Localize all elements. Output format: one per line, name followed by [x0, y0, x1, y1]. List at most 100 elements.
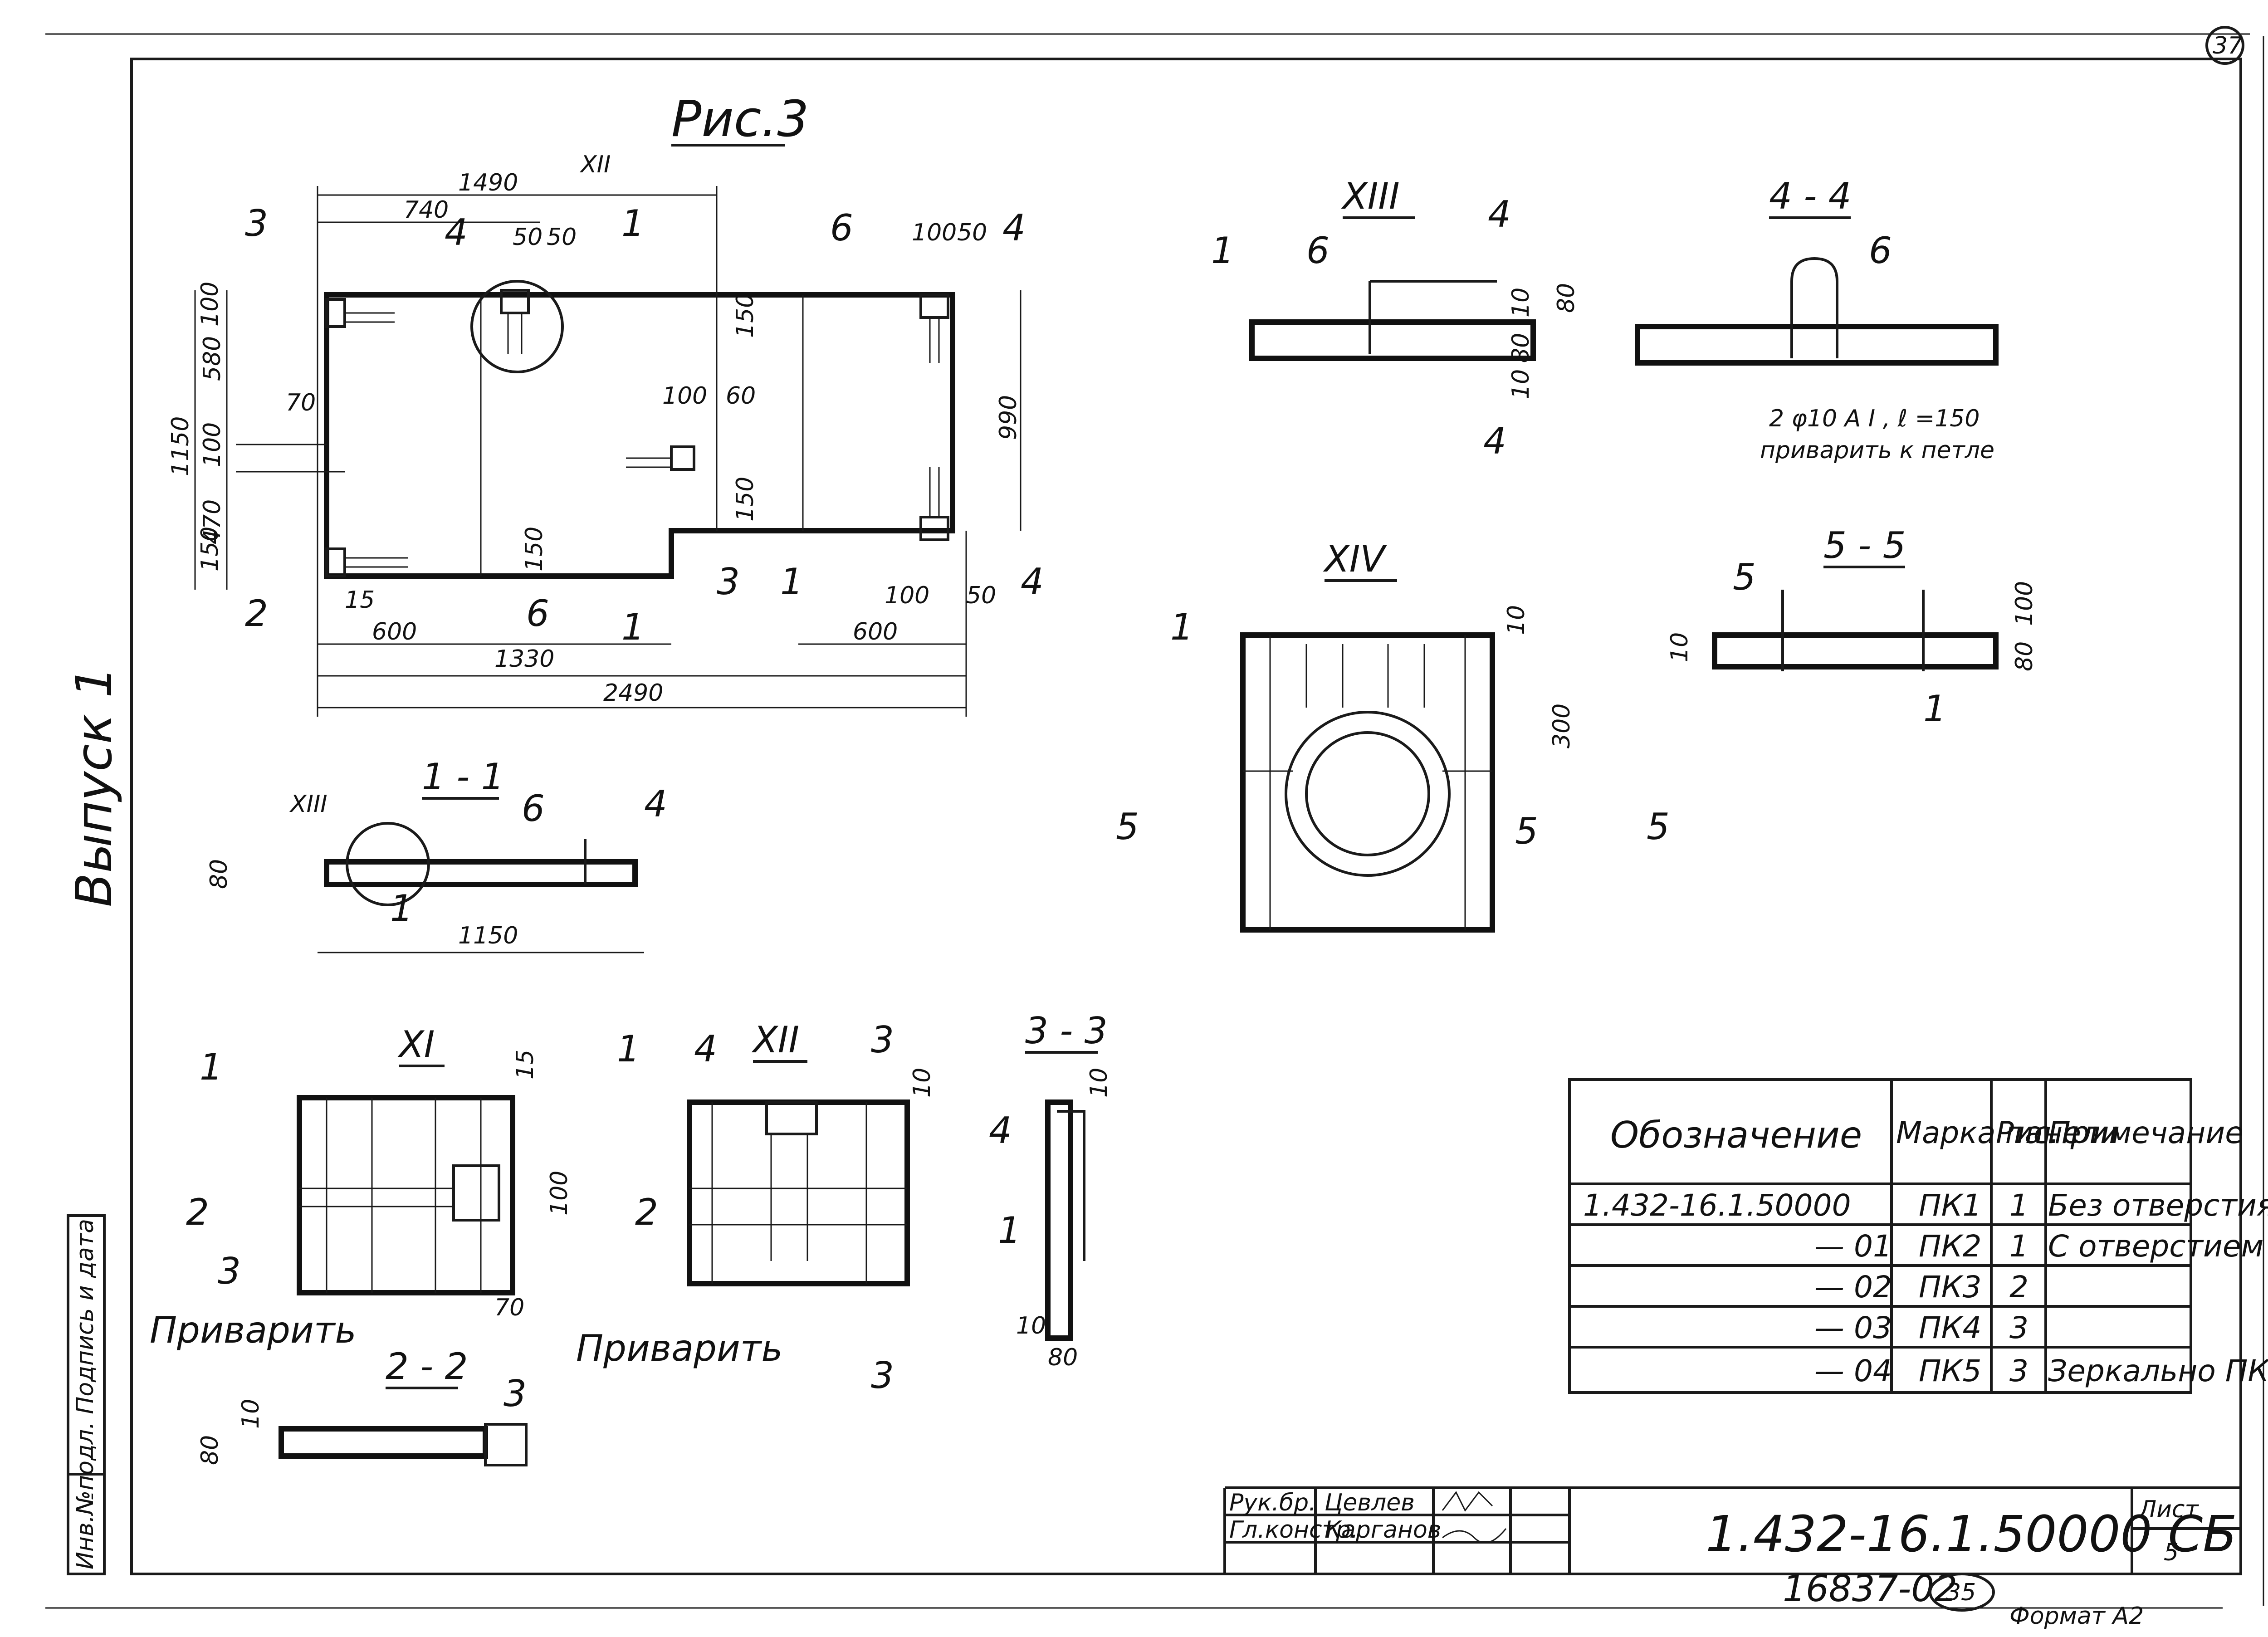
section-5-5: 5 - 5 5 1 10 100 80 — [1666, 524, 2038, 730]
s22-plate — [484, 1423, 528, 1466]
s11-detail-circle — [346, 822, 430, 906]
dim-60: 60 — [726, 382, 756, 410]
loop-bars — [345, 312, 940, 568]
xiii-dim-10b: 10 — [1507, 369, 1535, 399]
s11-label-xiii: XIII — [289, 791, 327, 818]
section-3-3: 3 - 3 4 1 10 10 80 — [989, 1010, 1113, 1371]
xi-weld-note: Приварить — [150, 1309, 357, 1351]
spec-row-2-mark: ПК2 — [1919, 1229, 1981, 1264]
xii-section-3-top: 3 — [871, 1019, 894, 1061]
s44-loop — [1790, 257, 1838, 358]
sheet-number-circle — [2205, 26, 2244, 65]
dim-1330: 1330 — [494, 645, 554, 673]
spec-header-mark: Марка панели — [1896, 1115, 2120, 1150]
s22-pos-3: 3 — [503, 1373, 527, 1415]
s55-sleeves — [1781, 590, 1925, 671]
s22-dim-80: 80 — [196, 1435, 224, 1465]
section-1-1: 1 - 1 XIII 6 4 1 80 1150 — [205, 756, 667, 953]
loop-plate — [919, 293, 949, 319]
dim-150b: 150 — [732, 477, 759, 522]
pos-4b: 4 — [1002, 207, 1026, 249]
xii-pos-1: 1 — [617, 1028, 640, 1070]
s44-note-2: приварить к петле — [1760, 437, 1994, 464]
spec-row-2-designation: — 01 — [1814, 1229, 1892, 1264]
tb-name-1: Цевлев — [1325, 1489, 1415, 1516]
dim-50d: 50 — [966, 582, 996, 609]
dim-50b: 50 — [547, 224, 577, 251]
tb-name-2: Карганов — [1325, 1516, 1441, 1544]
xi-dim-100: 100 — [546, 1171, 573, 1216]
dim-150a: 150 — [732, 293, 759, 338]
s55-slab — [1712, 632, 1999, 669]
loop-plate — [500, 289, 530, 314]
xiv-dim-300: 300 — [1548, 704, 1575, 748]
spec-row-4-fig: 3 — [2009, 1310, 2028, 1345]
loop-plate — [325, 547, 346, 577]
xii-dim-10: 10 — [909, 1068, 936, 1098]
xiv-slab — [1240, 632, 1495, 933]
pos-6b: 6 — [526, 592, 549, 635]
view-xii: XII 1 4 3 3 10 Приварить — [576, 1019, 936, 1397]
xiii-slab — [1249, 319, 1536, 361]
s55-dim-80: 80 — [2011, 641, 2038, 671]
pos-3b: 3 — [717, 561, 740, 603]
xiii-pos-1: 1 — [1211, 230, 1234, 272]
pos-4c: 4 — [1021, 561, 1044, 603]
spec-row-1-note: Без отверстия — [2048, 1188, 2268, 1223]
footer-number: 16837-02 — [1783, 1568, 1957, 1610]
pos-1: 1 — [780, 561, 803, 603]
s11-dim-1150: 1150 — [458, 922, 518, 949]
section-1-bottom: 1 — [621, 606, 645, 648]
xiv-dim-10: 10 — [1503, 605, 1530, 635]
pos-2: 2 — [245, 592, 268, 635]
s11-pos-1: 1 — [390, 887, 413, 929]
s33-slab — [1045, 1099, 1073, 1341]
xiv-pos-1: 1 — [1170, 606, 1193, 648]
spec-table: Обозначение Марка панели Рис. Примечание… — [1568, 1078, 2268, 1394]
tb-signature-2 — [1442, 1528, 1507, 1544]
spec-header-note: Примечание — [2048, 1115, 2244, 1150]
xiv-ring-outer — [1285, 711, 1451, 877]
tb-signature-1 — [1442, 1491, 1493, 1512]
xi-pos-3: 3 — [218, 1250, 241, 1292]
dim-1150: 1150 — [167, 416, 194, 476]
dim-50: 50 — [513, 224, 543, 251]
s55-pos-5: 5 — [1733, 556, 1756, 598]
section-3-3-title: 3 - 3 — [1025, 1010, 1108, 1052]
s33-pos-4: 4 — [989, 1109, 1012, 1152]
xi-pos-1: 1 — [200, 1046, 223, 1088]
s55-pos-1: 1 — [1923, 688, 1946, 730]
tb-sheet-label: Лист — [2138, 1496, 2199, 1523]
s33-dim-10b: 10 — [1016, 1312, 1046, 1339]
view-xiv-title: XIV — [1323, 538, 1387, 580]
dim-70: 70 — [286, 389, 316, 416]
xi-rebars — [299, 1098, 482, 1293]
spec-row-5-designation: — 04 — [1814, 1354, 1892, 1388]
tb-document-code: 1.432-16.1.50000 СБ — [1706, 1505, 2237, 1563]
s11-pos-4: 4 — [644, 783, 667, 825]
left-stamp-text: Инв.№подл. Подпись и дата — [72, 1219, 99, 1569]
title-block: Рук.бр. Гл.констр. Цевлев Карганов 1.432… — [1223, 1486, 2241, 1574]
view-xiv: XIV 1 5 5 5 10 300 — [1116, 538, 1670, 933]
xiii-dim-80b: 80 — [1507, 333, 1535, 363]
s33-bar — [1057, 1110, 1085, 1261]
s11-dim-80: 80 — [205, 859, 233, 889]
loop-plate — [919, 516, 949, 541]
xi-plate — [452, 1164, 500, 1222]
s44-slab — [1635, 324, 1999, 366]
s55-dim-100: 100 — [2011, 581, 2038, 626]
spec-row-4-mark: ПК4 — [1919, 1310, 1981, 1345]
dim-100v: 100 — [199, 422, 226, 467]
xii-slab — [687, 1099, 910, 1286]
spec-row-1-designation: 1.432-16.1.50000 — [1583, 1188, 1851, 1223]
dim-580: 580 — [199, 336, 226, 381]
spec-row-5-note: Зеркально ПК4 — [2048, 1354, 2268, 1388]
plan-labels: 3 4 XII 1 6 4 2 6 3 1 1 4 — [245, 151, 1044, 648]
spec-row-5-fig: 3 — [2009, 1354, 2028, 1388]
pos-6a: 6 — [830, 207, 853, 249]
xii-pos-4: 4 — [694, 1028, 717, 1070]
spec-header-fig: Рис. — [1996, 1115, 2059, 1150]
xiv-rebars — [1243, 635, 1492, 930]
view-xii-title: XII — [751, 1019, 799, 1061]
section-4-4: 4 - 4 6 2 φ10 A I , ℓ =150 приварить к п… — [1635, 175, 1999, 464]
